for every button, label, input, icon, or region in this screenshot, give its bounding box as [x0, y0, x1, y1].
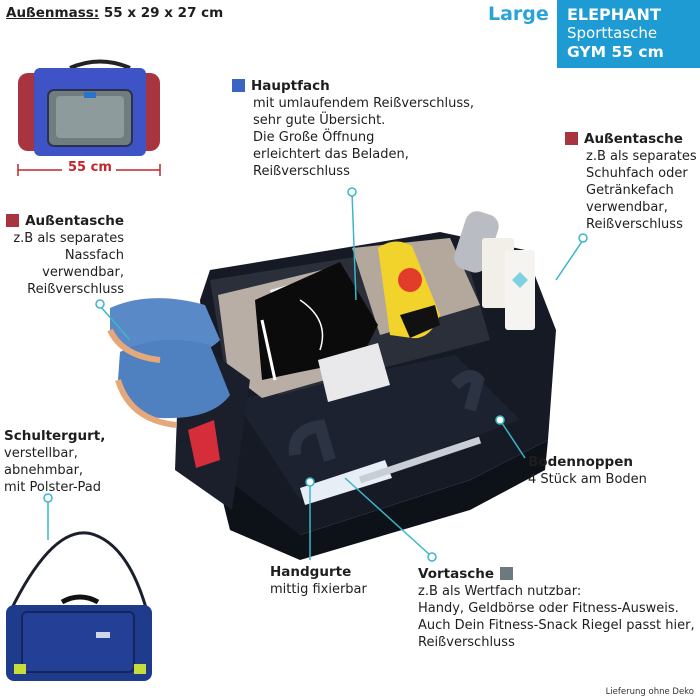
callout-aussentasche-right-line: Getränkefach: [586, 183, 674, 198]
callout-aussentasche-left-line: verwendbar,: [42, 265, 124, 280]
callout-lines: [47, 191, 584, 560]
callout-bodennoppen-line: 4 Stück am Boden: [528, 472, 647, 487]
callout-hauptfach-line: Reißverschluss: [253, 164, 350, 179]
callout-bodennoppen-title: Bodennoppen: [528, 454, 633, 470]
callout-schultergurt-line: verstellbar,: [4, 446, 78, 461]
footnote: Lieferung ohne Deko: [605, 687, 694, 697]
callout-aussentasche-right-line: z.B als separates: [586, 149, 697, 164]
callout-aussentasche-right-line: verwendbar,: [586, 200, 668, 215]
callout-aussentasche-left-line: Nassfach: [64, 248, 124, 263]
brand-category: Sporttasche: [567, 24, 658, 42]
callout-vortasche-line: z.B als Wertfach nutzbar:: [418, 584, 582, 599]
callout-schultergurt-line: mit Polster-Pad: [4, 480, 101, 495]
callout-vortasche-line: Reißverschluss: [418, 635, 515, 650]
callout-schultergurt: Schultergurt, verstellbar, abnehmbar, mi…: [4, 428, 154, 496]
shoulder-strap-bag-image: [6, 531, 152, 681]
size-badge: Large: [488, 3, 549, 25]
callout-aussentasche-left: Außentasche z.B als separates Nassfach v…: [0, 213, 124, 298]
callout-aussentasche-right-title: Außentasche: [584, 131, 683, 147]
dimensions-value: 55 x 29 x 27 cm: [103, 5, 224, 21]
callout-hauptfach-line: mit umlaufendem Reißverschluss,: [253, 96, 475, 111]
callout-schultergurt-line: abnehmbar,: [4, 463, 84, 478]
brand-model: GYM 55 cm: [567, 43, 664, 61]
dimensions-text: Außenmass: 55 x 29 x 27 cm: [6, 5, 223, 21]
thumbnail-width-label: 55 cm: [68, 160, 112, 175]
callout-points: [43, 187, 588, 562]
aussentasche-marker-icon: [6, 214, 20, 227]
callout-vortasche-title: Vortasche: [418, 566, 495, 582]
callout-handgurte-line: mittig fixierbar: [270, 582, 367, 597]
brand-box: ELEPHANT Sporttasche GYM 55 cm: [557, 0, 700, 68]
callout-schultergurt-title: Schultergurt,: [4, 428, 106, 444]
brand-name: ELEPHANT: [567, 5, 661, 24]
callout-aussentasche-left-line: z.B als separates: [13, 231, 124, 246]
thumbnail-bag-image: [18, 59, 160, 156]
width-indicator: [17, 164, 161, 176]
main-bag-image: [107, 211, 556, 560]
vortasche-marker-icon: [500, 567, 514, 580]
callout-hauptfach: Hauptfach mit umlaufendem Reißverschluss…: [232, 78, 492, 180]
callout-aussentasche-right: Außentasche z.B als separates Schuhfach …: [565, 131, 700, 233]
callout-bodennoppen: Bodennoppen 4 Stück am Boden: [528, 454, 698, 488]
aussentasche-marker-icon: [565, 132, 578, 145]
callout-handgurte: Handgurte mittig fixierbar: [270, 564, 410, 598]
callout-aussentasche-left-line: Reißverschluss: [27, 282, 124, 297]
callout-handgurte-title: Handgurte: [270, 564, 352, 580]
callout-aussentasche-left-title: Außentasche: [25, 213, 124, 229]
hauptfach-marker-icon: [232, 79, 245, 92]
callout-vortasche-line: Handy, Geldbörse oder Fitness-Ausweis.: [418, 601, 679, 616]
callout-vortasche: Vortasche z.B als Wertfach nutzbar: Hand…: [418, 566, 698, 651]
callout-hauptfach-line: erleichtert das Beladen,: [253, 147, 409, 162]
callout-aussentasche-right-line: Schuhfach oder: [586, 166, 688, 181]
callout-aussentasche-right-line: Reißverschluss: [586, 217, 683, 232]
callout-hauptfach-line: sehr gute Übersicht.: [253, 113, 386, 128]
callout-vortasche-line: Auch Dein Fitness-Snack Riegel passt hie…: [418, 618, 695, 633]
callout-hauptfach-line: Die Große Öffnung: [253, 130, 375, 145]
dimensions-label: Außenmass:: [6, 5, 100, 21]
callout-hauptfach-title: Hauptfach: [251, 78, 330, 94]
